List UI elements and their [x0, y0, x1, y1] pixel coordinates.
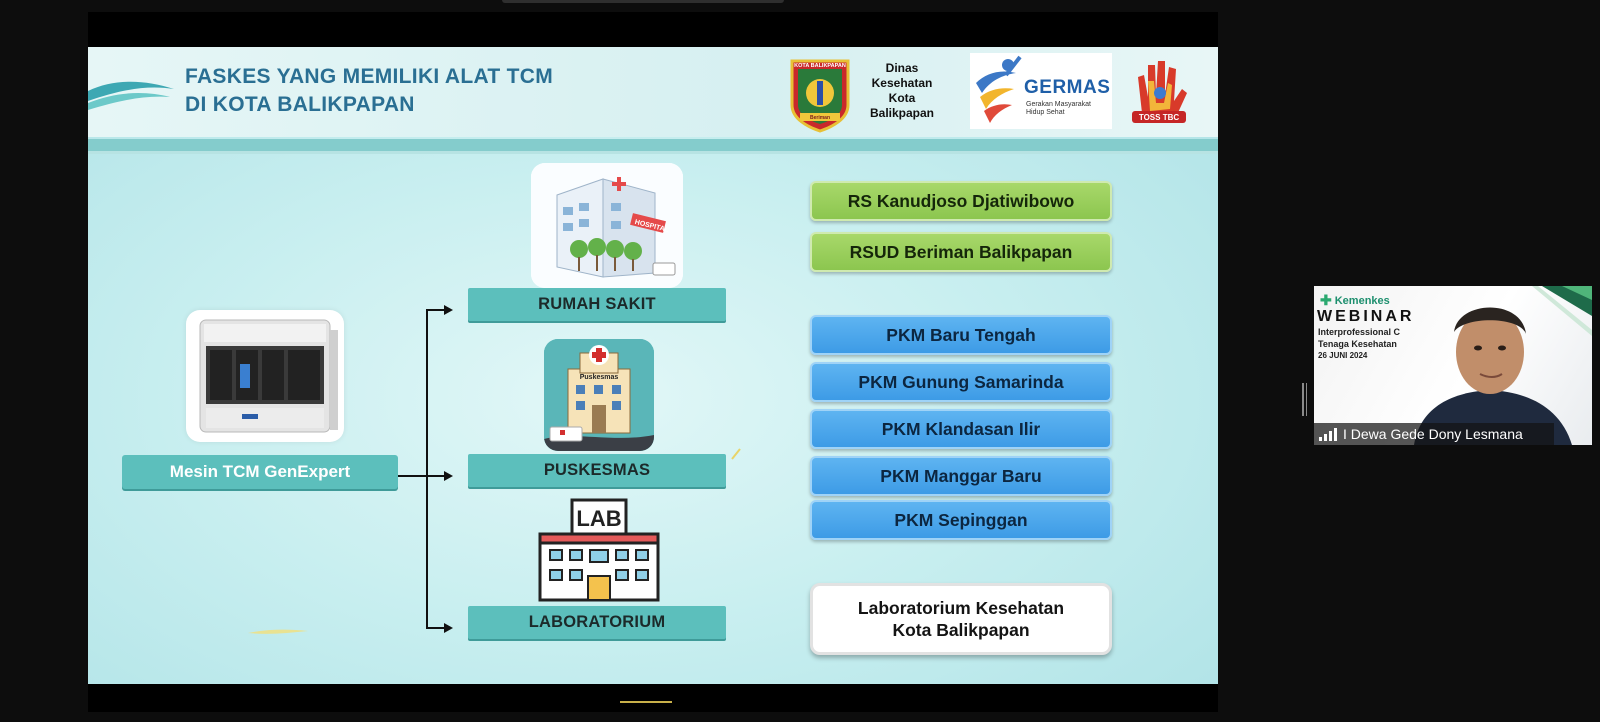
- toss-tbc-text: TOSS TBC: [1139, 113, 1180, 122]
- decorative-spark-small: [730, 447, 742, 461]
- category-rumah-sakit: RUMAH SAKIT: [468, 288, 726, 321]
- header-divider: [88, 139, 1218, 151]
- germas-figure-icon: [970, 53, 1026, 129]
- arrow-to-laboratorium-icon: [444, 623, 453, 633]
- category-laboratorium-text: LABORATORIUM: [529, 613, 666, 632]
- germas-word: GERMAS: [1024, 77, 1110, 99]
- tree-connector-top: [426, 309, 446, 311]
- puskesmas-item-4: PKM Manggar Baru: [810, 456, 1112, 496]
- puskesmas-item-3: PKM Klandasan Ilir: [810, 409, 1112, 449]
- puskesmas-item-1: PKM Baru Tengah: [810, 315, 1112, 355]
- puskesmas-item-3-text: PKM Klandasan Ilir: [882, 419, 1041, 440]
- webinar-title: WEBINAR: [1317, 308, 1414, 326]
- puskesmas-item-1-text: PKM Baru Tengah: [886, 325, 1035, 346]
- toss-tbc-logo-icon: TOSS TBC: [1124, 53, 1194, 129]
- arrow-to-puskesmas-icon: [444, 471, 453, 481]
- header-divider-light: [88, 151, 1218, 154]
- participant-avatar: [1404, 286, 1574, 445]
- slide-title: FASKES YANG MEMILIKI ALAT TCM DI KOTA BA…: [185, 63, 553, 119]
- hospital-image: HOSPITAL: [531, 163, 683, 288]
- hospital-item-2-text: RSUD Beriman Balikpapan: [850, 242, 1073, 263]
- wave-logo-icon: [88, 77, 178, 111]
- presentation-slide: FASKES YANG MEMILIKI ALAT TCM DI KOTA BA…: [88, 47, 1218, 684]
- emblem-bottom-text: Beriman: [810, 115, 830, 121]
- hospital-item-1: RS Kanudjoso Djatiwibowo: [810, 181, 1112, 221]
- puskesmas-item-2-text: PKM Gunung Samarinda: [858, 372, 1063, 393]
- germas-sub-line2: Hidup Sehat: [1026, 109, 1091, 117]
- dinas-kesehatan-label: Dinas Kesehatan Kota Balikpapan: [866, 61, 938, 121]
- top-window-strip: [502, 0, 784, 3]
- genexpert-machine-image: [186, 310, 344, 442]
- kemenkes-logo-icon: ✚: [1320, 292, 1332, 309]
- category-laboratorium: LABORATORIUM: [468, 606, 726, 639]
- slide-title-line1: FASKES YANG MEMILIKI ALAT TCM: [185, 63, 553, 91]
- tree-connector-middle: [426, 475, 446, 477]
- tree-connector-branch-mid: [398, 475, 426, 477]
- genexpert-label-text: Mesin TCM GenExpert: [170, 462, 350, 482]
- germas-sub-line1: Gerakan Masyarakat: [1026, 101, 1091, 109]
- balikpapan-emblem-icon: KOTA BALIKPAPAN Beriman: [786, 55, 854, 133]
- lab-building-icon: LAB: [534, 494, 664, 604]
- panel-resize-handle[interactable]: [1302, 383, 1307, 416]
- grip-line-1: [1302, 383, 1304, 416]
- participant-name-bar: I Dewa Gede Dony Lesmana: [1314, 423, 1554, 445]
- dinas-line-4: Balikpapan: [866, 106, 938, 121]
- kemenkes-brand-text: Kemenkes: [1335, 295, 1390, 307]
- puskesmas-item-5-text: PKM Sepinggan: [894, 510, 1027, 531]
- germas-subtitle: Gerakan Masyarakat Hidup Sehat: [1026, 101, 1091, 117]
- genexpert-machine-icon: [186, 310, 344, 442]
- grip-line-2: [1306, 383, 1308, 416]
- emblem-top-text: KOTA BALIKPAPAN: [794, 63, 846, 69]
- webinar-date: 26 JUNI 2024: [1318, 351, 1367, 360]
- tree-connector-vertical: [426, 309, 428, 629]
- puskesmas-item-4-text: PKM Manggar Baru: [880, 466, 1041, 487]
- hospital-item-1-text: RS Kanudjoso Djatiwibowo: [848, 191, 1075, 212]
- laboratory-item: Laboratorium Kesehatan Kota Balikpapan: [810, 583, 1112, 655]
- laboratory-item-line2: Kota Balikpapan: [892, 619, 1029, 641]
- puskesmas-item-2: PKM Gunung Samarinda: [810, 362, 1112, 402]
- lab-sign-text: LAB: [576, 506, 621, 531]
- slide-bottom-marker: [620, 701, 672, 703]
- slide-title-line2: DI KOTA BALIKPAPAN: [185, 91, 553, 119]
- tree-connector-bottom: [426, 627, 446, 629]
- dinas-line-1: Dinas: [866, 61, 938, 76]
- genexpert-label: Mesin TCM GenExpert: [122, 455, 398, 489]
- participant-video-tile[interactable]: ✚ Kemenkes WEBINAR Interprofessional C T…: [1314, 286, 1592, 445]
- connection-signal-icon: [1319, 427, 1337, 441]
- category-rumah-sakit-text: RUMAH SAKIT: [538, 295, 656, 314]
- kemenkes-brand: ✚ Kemenkes: [1320, 292, 1390, 309]
- puskesmas-building-icon: Puskesmas: [544, 339, 654, 451]
- germas-logo: GERMAS Gerakan Masyarakat Hidup Sehat: [970, 53, 1112, 129]
- laboratory-item-line1: Laboratorium Kesehatan: [858, 597, 1064, 619]
- category-puskesmas: PUSKESMAS: [468, 454, 726, 487]
- dinas-line-2: Kesehatan: [866, 76, 938, 91]
- puskesmas-image: Puskesmas: [544, 339, 654, 451]
- arrow-to-rumah-sakit-icon: [444, 305, 453, 315]
- hospital-item-2: RSUD Beriman Balikpapan: [810, 232, 1112, 272]
- participant-name: I Dewa Gede Dony Lesmana: [1343, 426, 1523, 442]
- dinas-line-3: Kota: [866, 91, 938, 106]
- decorative-spark: [248, 627, 308, 637]
- category-puskesmas-text: PUSKESMAS: [544, 461, 650, 480]
- puskesmas-sign-text: Puskesmas: [580, 374, 619, 381]
- webinar-subtitle-line2: Tenaga Kesehatan: [1318, 339, 1397, 349]
- webinar-subtitle-line1: Interprofessional C: [1318, 327, 1400, 337]
- puskesmas-item-5: PKM Sepinggan: [810, 500, 1112, 540]
- hospital-building-icon: HOSPITAL: [531, 163, 683, 288]
